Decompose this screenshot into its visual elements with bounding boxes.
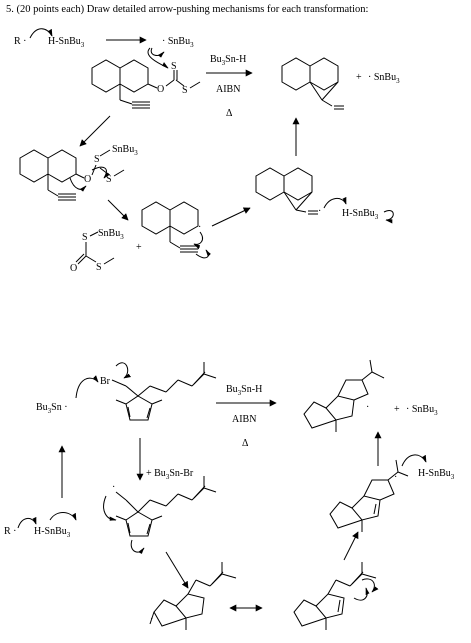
p1-byprod-s: S: [82, 232, 88, 243]
p2-reagent-heat: Δ: [242, 438, 249, 449]
p1-arrow-to-fragments: [107, 199, 129, 221]
problem-2: Bu3Sn · Br Bu3Sn-H: [4, 359, 455, 630]
p1-arrow-to-vinyl: [211, 207, 251, 227]
p2-bu3sn-radical: Bu3Sn ·: [36, 402, 68, 415]
p2-fishhook-sn-br: [75, 375, 99, 399]
p2-allyl-radical-a: ·: [149, 562, 237, 630]
p2-right-h-snbu3: H-SnBu3: [418, 468, 455, 481]
p2-allyl-a-dot: ·: [150, 614, 153, 625]
problem-1: R · H-SnBu3 · SnBu3 O S S: [14, 28, 400, 274]
p1-reagent-heat: Δ: [226, 108, 233, 119]
p1-product-plus: +: [356, 72, 362, 83]
p2-reagent-aibn: AIBN: [232, 414, 256, 425]
p1-radical-dot: ·: [198, 222, 201, 233]
p1-adduct-o: O: [84, 174, 91, 185]
p2-r-radical: R ·: [4, 526, 17, 537]
p2-tricycle-dot: ·: [394, 472, 397, 483]
p2-br: Br: [100, 376, 111, 387]
p1-reagent-bu3snh: Bu3Sn-H: [210, 54, 246, 67]
p2-primary-radical: ·: [103, 476, 217, 554]
p2-product-dot: ·: [366, 402, 369, 413]
p1-r-radical: R ·: [14, 36, 27, 47]
p2-allyl-radical-b: [293, 562, 379, 630]
p1-arrow-to-adduct: [79, 115, 111, 147]
p1-alkyl-radical: ·: [141, 201, 211, 259]
p2-product-snbu3: · SnBu3: [406, 404, 438, 417]
p1-fishhook-arrow: [29, 28, 53, 39]
p1-plus: +: [136, 242, 142, 253]
p1-adduct-snbu3: SnBu3: [112, 144, 138, 157]
p2-arrow-up-to-tricycle: [343, 531, 359, 561]
p2-side-product: + Bu3Sn-Br: [146, 468, 194, 481]
p1-h-snbu3: H-SnBu3: [48, 36, 85, 49]
p1-xanthate-s: S: [182, 85, 188, 96]
p1-reagent-aibn: AIBN: [216, 84, 240, 95]
p1-fishhook-arrow-2: [150, 47, 165, 58]
p1-adduct-s-right: S: [106, 174, 112, 185]
p1-xanthate-substrate: O S S: [91, 47, 201, 109]
p1-conditions: Bu3Sn-H AIBN Δ: [206, 54, 253, 119]
p1-xanthate-o: O: [157, 84, 164, 95]
p1-product-snbu3: · SnBu3: [368, 72, 400, 85]
p2-h-snbu3: H-SnBu3: [34, 526, 71, 539]
p1-snbu3-radical: · SnBu3: [162, 36, 194, 49]
p2-product: · + · SnBu3: [303, 359, 438, 432]
p1-adduct-s-top: S: [94, 154, 100, 165]
p2-rad-dot: ·: [112, 482, 115, 493]
p2-product-plus: +: [394, 404, 400, 415]
p1-byprod-snbu3: SnBu3: [98, 228, 124, 241]
p2-conditions: Bu3Sn-H AIBN Δ: [216, 384, 277, 449]
p1-byprod-s2: S: [96, 262, 102, 273]
p2-arrow-to-allyl: [165, 551, 189, 589]
p1-vinyl-dot: ·: [318, 206, 321, 217]
p1-initiation: R · H-SnBu3 · SnBu3: [14, 28, 194, 58]
p2-initiation: R · H-SnBu3: [4, 512, 77, 539]
p2-reagent-bu3snh: Bu3Sn-H: [226, 384, 262, 397]
p2-bromide-substrate: Br: [100, 362, 217, 421]
p1-product: + · SnBu3: [281, 57, 400, 110]
p1-byprod-o: O: [70, 263, 77, 274]
p1-vinyl-h-snbu3: H-SnBu3: [342, 208, 379, 221]
p1-byproduct: S SnBu3 O S: [70, 228, 124, 274]
p1-xanthate-s-double: S: [171, 61, 177, 72]
p1-adduct: O S SnBu3 S: [19, 144, 138, 201]
p2-tricycle-radical: · H-SnBu3: [329, 454, 455, 532]
p1-vinyl-radical: · H-SnBu3: [255, 167, 394, 224]
question-text: 5. (20 points each) Draw detailed arrow-…: [6, 4, 369, 15]
